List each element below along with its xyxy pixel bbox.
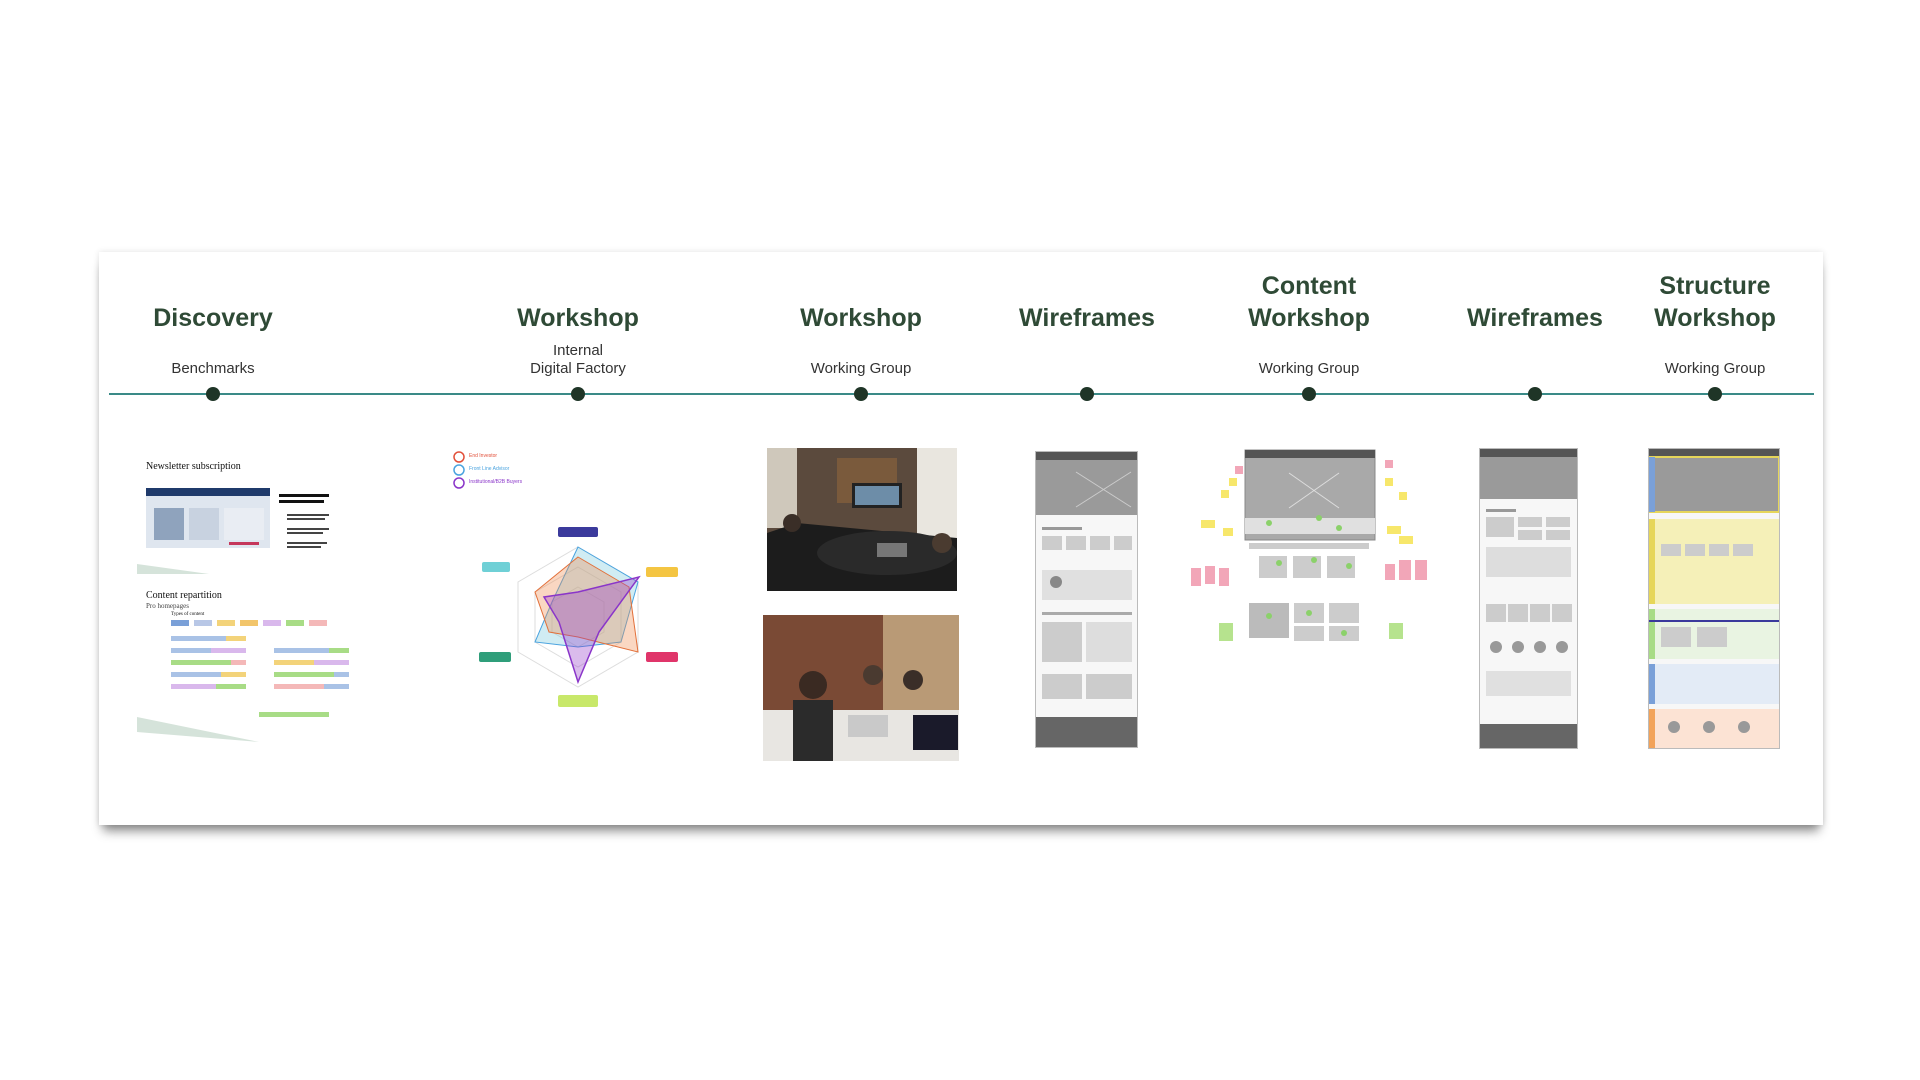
content-repartition-subtitle: Pro homepages [146,602,189,610]
timeline-dot [1708,387,1722,401]
stage-title: Structure Workshop [1654,272,1776,332]
wireframe-thumbnail-1 [1035,451,1138,748]
meeting-room-illustration [767,448,957,591]
meeting-room-illustration [763,615,959,761]
stage-subtitle: Internal Digital Factory [530,342,626,377]
stage-title: Discovery [153,304,273,332]
stage-subtitle: Benchmarks [171,360,255,377]
timeline-dot [1302,387,1316,401]
stage-subtitle: Working Group [810,360,912,377]
stage-title: Wireframes [1467,304,1603,332]
workshop-photo-1 [767,448,957,591]
timeline-dot [571,387,585,401]
benchmark-graphic [137,488,329,574]
wireframe-thumbnail-2 [1479,448,1578,749]
timeline-dot [1080,387,1094,401]
types-of-content-label: Types of content [171,612,205,617]
benchmark-thumbnail: Newsletter subscription Content repartit… [129,452,409,752]
content-repartition-graphic [137,620,349,742]
timeline-line [109,393,1814,395]
wireframe-graphic [1036,452,1137,747]
content-repartition-title: Content repartition [146,590,222,601]
wireframe-graphic [1648,449,1780,748]
stage-subtitle: Working Group [1258,360,1360,377]
newsletter-title: Newsletter subscription [146,461,241,472]
legend-front-line-advisor: Front Line Advisor [469,466,510,472]
stage-title: Workshop [517,304,639,332]
wireframe-graphic [1480,449,1577,748]
content-workshop-graphic [1191,449,1427,641]
timeline-dot [854,387,868,401]
timeline-card: Discovery Benchmarks Workshop Internal D… [99,252,1823,825]
radar-graphic [453,451,678,707]
workshop-photo-2 [763,615,959,761]
stage-title: Workshop [800,304,922,332]
legend-institutional: Institutional/B2B Buyers [469,479,523,485]
structure-wireframe-thumbnail [1648,448,1780,749]
timeline-dot [1528,387,1542,401]
stage-subtitle: Working Group [1664,360,1766,377]
legend-end-investor: End Investor [469,453,498,459]
stage-title: Content Workshop [1248,272,1370,332]
timeline-dot [206,387,220,401]
content-workshop-thumbnail [1189,448,1429,663]
radar-thumbnail: End Investor Front Line Advisor Institut… [449,437,719,747]
stage-title: Wireframes [1019,304,1155,332]
